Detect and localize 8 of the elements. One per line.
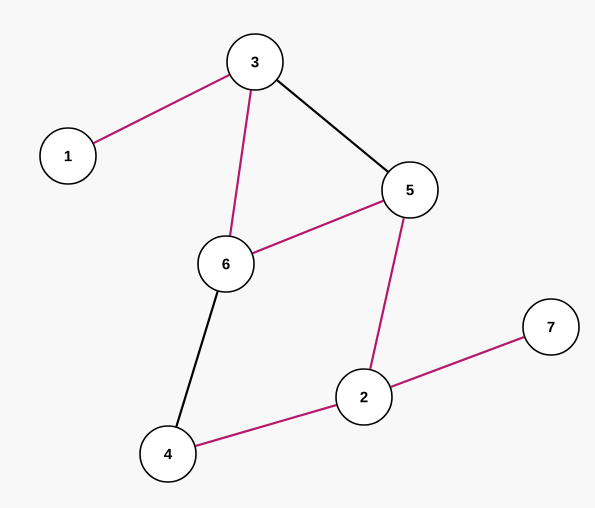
edge-line [252, 200, 384, 254]
edge-line [369, 218, 405, 370]
edge-line [175, 291, 219, 427]
edge-line [93, 74, 230, 144]
edge-line [195, 404, 337, 447]
edge-line [229, 90, 252, 236]
edge-line [276, 79, 388, 172]
edge-line [390, 336, 524, 388]
